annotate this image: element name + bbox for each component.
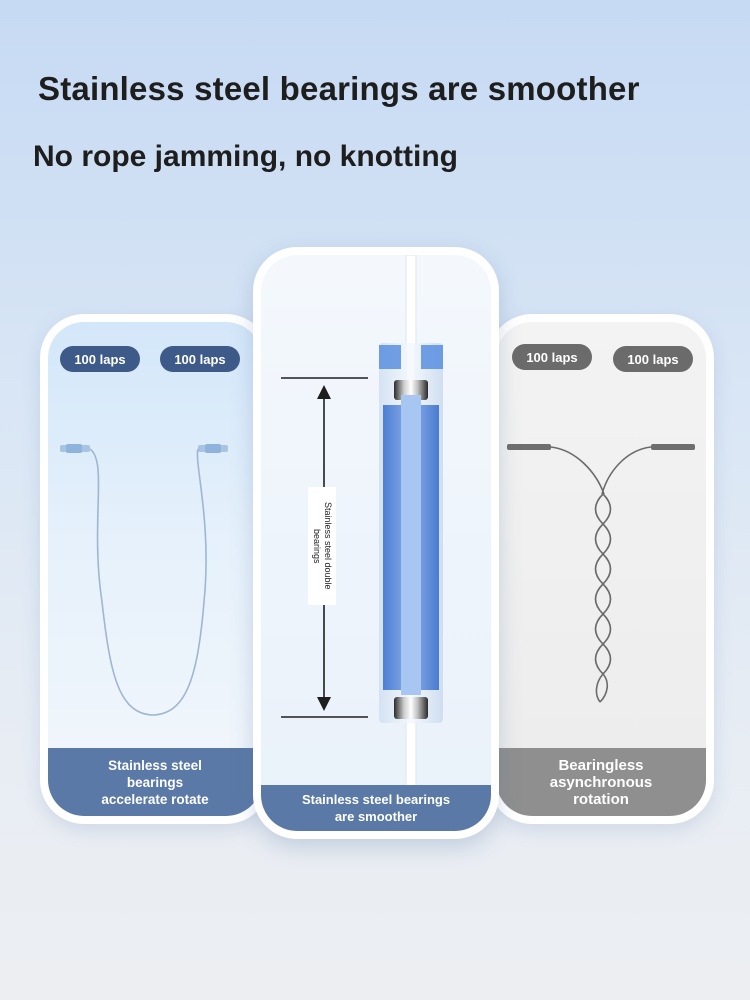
card-right-caption: Bearingless asynchronous rotation <box>496 748 706 816</box>
bearing-dimension-label: Stainless steel double bearings <box>308 487 336 605</box>
twisted-strand-a-icon <box>594 493 612 703</box>
card-center-caption: Stainless steel bearings are smoother <box>261 785 491 831</box>
card-left-panel: 100 laps 100 laps Stainless steel bearin… <box>48 322 262 816</box>
card-stainless-bearings: 100 laps 100 laps Stainless steel bearin… <box>40 314 270 824</box>
laps-badge-right: 100 laps <box>160 346 240 372</box>
twisted-strand-b-icon <box>594 493 612 703</box>
rope-handle-left-icon <box>507 444 551 450</box>
bearing-handle-cutaway-illustration <box>281 255 443 831</box>
card-bearingless: 100 laps 100 laps Bearingless asynchrono… <box>488 314 714 824</box>
card-left-caption: Stainless steel bearings accelerate rota… <box>48 748 262 816</box>
rope-loop-icon <box>89 448 207 716</box>
card-center-panel: Stainless steel bearings are smoother <box>261 255 491 831</box>
smooth-rope-illustration <box>60 444 228 716</box>
laps-badge-left: 100 laps <box>60 346 140 372</box>
rope-handle-right-icon <box>651 444 695 450</box>
card-right-panel: 100 laps 100 laps Bearingless asynchrono… <box>496 322 706 816</box>
tangled-rope-illustration <box>507 444 695 703</box>
laps-badge-right: 100 laps <box>613 346 693 372</box>
subheadline: No rope jamming, no knotting <box>33 140 458 173</box>
card-bearing-closeup: Stainless steel bearings are smoother <box>253 247 499 839</box>
laps-badge-left: 100 laps <box>512 344 592 370</box>
bottom-bearing-icon <box>394 697 428 719</box>
headline: Stainless steel bearings are smoother <box>38 70 640 107</box>
